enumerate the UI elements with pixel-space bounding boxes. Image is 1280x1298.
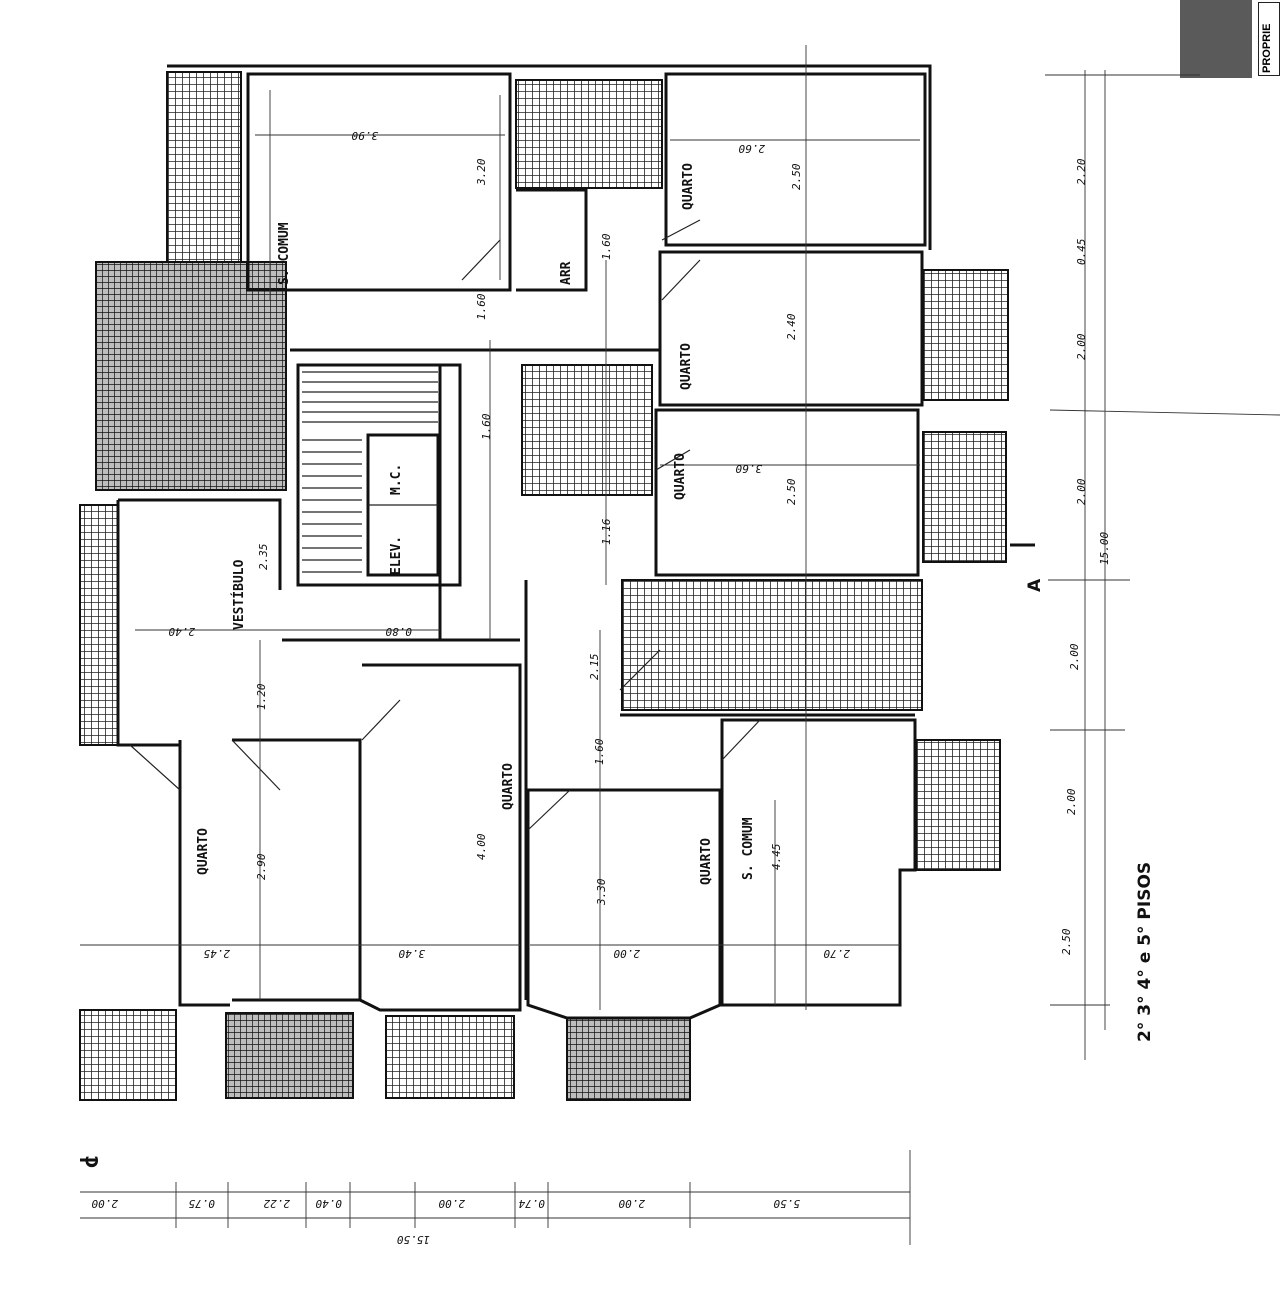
room-label-quarto-tr3: QUARTO (673, 453, 688, 500)
room-label-quarto-bl2: QUARTO (501, 763, 516, 810)
dim-label: 1.60 (593, 738, 606, 765)
dim-label: 2.15 (588, 654, 601, 681)
dim-label: 4.00 (475, 833, 488, 860)
dim-label: 4.45 (770, 844, 783, 871)
room-label-quarto-tr2: QUARTO (679, 343, 694, 390)
right-dim: 0.45 (1075, 239, 1088, 266)
bottom-dim: 5.50 (773, 1197, 800, 1210)
ownership-stamp: PROPRIE (1180, 0, 1280, 78)
dim-label: 3.20 (475, 158, 488, 186)
dim-label: 2.60 (738, 142, 765, 155)
room-label-quarto-tr1: QUARTO (681, 163, 696, 210)
dim-label: 3.40 (398, 947, 426, 960)
bottom-dimensions: 2.00 0.75 2.22 0.40 2.00 0.74 2.00 5.50 … (91, 1197, 800, 1246)
dim-label: 2.00 (613, 947, 640, 960)
door-swings (129, 219, 761, 831)
right-dim: 2.00 (1068, 643, 1081, 670)
dim-label: 1.60 (475, 293, 488, 320)
dim-label: 2.40 (785, 313, 798, 340)
room-label-s-comum-bottom: S. COMUM (741, 817, 756, 880)
right-dimensions: 2.20 0.45 2.00 2.00 15.00 2.00 2.00 2.50 (1060, 158, 1111, 955)
bottom-dim: 2.00 (91, 1197, 118, 1210)
right-dim: 2.50 (1060, 928, 1073, 955)
right-dim: 2.20 (1075, 158, 1088, 185)
balconies (79, 71, 1009, 1101)
dim-label: 2.50 (790, 163, 803, 190)
dim-label: 2.40 (168, 625, 195, 638)
bottom-dim: 0.40 (315, 1197, 342, 1210)
right-dim: 2.00 (1075, 333, 1088, 360)
dim-label: 2.90 (255, 853, 268, 880)
dim-label: 2.70 (823, 947, 850, 960)
dim-label: 3.30 (595, 878, 608, 906)
room-label-vestibulo: VESTÍBULO (231, 559, 247, 630)
right-dim: 2.00 (1065, 788, 1078, 815)
dim-label: 2.35 (257, 544, 270, 571)
cut-marker-c: C (83, 1156, 103, 1168)
walls (116, 64, 932, 1020)
right-dim: 15.00 (1098, 532, 1111, 565)
right-dim: 2.00 (1075, 478, 1088, 505)
section-marker-a: A (1025, 578, 1045, 592)
floor-label: 2° 3° 4° e 5° PISOS (1135, 862, 1155, 1042)
dim-label: 3.60 (735, 462, 763, 475)
dim-label: 2.45 (204, 947, 231, 960)
room-label-quarto-bm: QUARTO (699, 838, 714, 885)
room-label-mc: M.C. (389, 464, 404, 495)
bottom-dim: 2.00 (438, 1197, 465, 1210)
staircase (302, 371, 440, 577)
dim-label: 1.60 (600, 233, 613, 260)
dim-label: 3.90 (351, 129, 379, 142)
dim-label: 1.16 (600, 518, 613, 545)
room-label-elev: ELEV. (389, 536, 404, 575)
bottom-dim: 2.22 (263, 1197, 290, 1210)
dim-label: 1.60 (480, 413, 493, 440)
dim-label: 2.50 (785, 478, 798, 505)
dim-label: 1.20 (255, 683, 268, 710)
bottom-total: 15.50 (397, 1233, 430, 1246)
room-label-s-comum-top: S. COMUM (277, 222, 292, 285)
bottom-dim: 0.75 (189, 1197, 216, 1210)
bottom-dim: 2.00 (618, 1197, 645, 1210)
room-label-arr: ARR (559, 261, 574, 285)
room-label-quarto-bl1: QUARTO (196, 828, 211, 875)
bottom-dim: 0.74 (519, 1197, 546, 1210)
stamp-shade (1180, 0, 1252, 78)
dim-label: 0.80 (385, 625, 412, 638)
dimension-lines (80, 45, 1280, 1245)
